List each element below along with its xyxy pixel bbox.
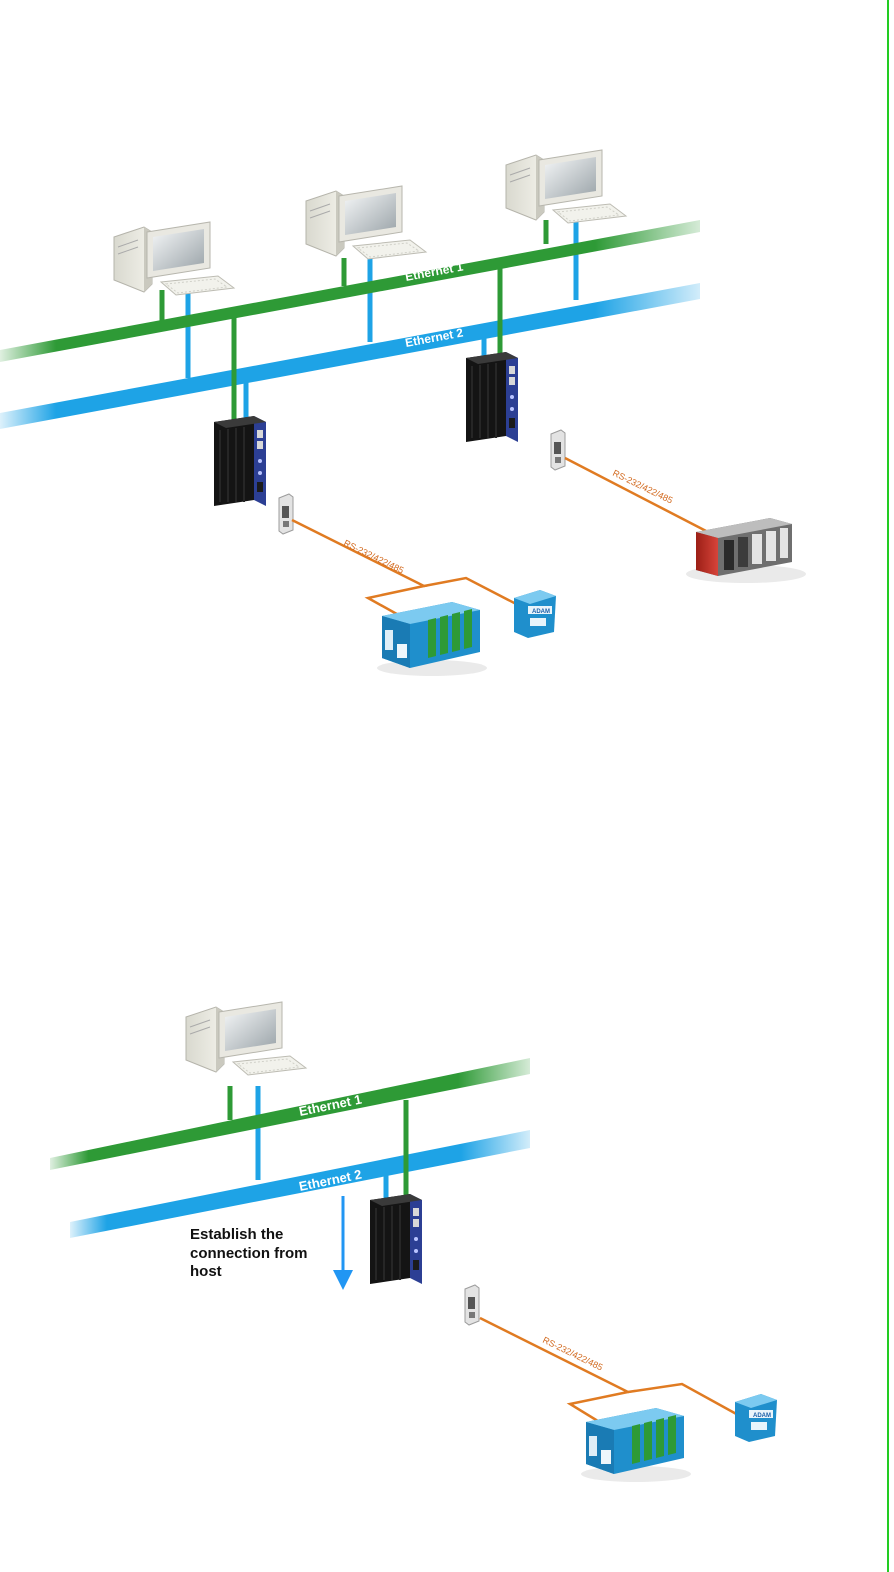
serial-adapter-icon bbox=[279, 494, 293, 534]
serial-adapter-icon bbox=[465, 1285, 479, 1325]
adam-module-icon bbox=[514, 590, 556, 638]
device-server-icon bbox=[370, 1194, 422, 1284]
plc-icon bbox=[686, 518, 806, 583]
ethernet1-pipe bbox=[0, 220, 700, 362]
device-server-icon bbox=[214, 416, 266, 506]
ethernet1-label: Ethernet 1 bbox=[298, 1092, 363, 1119]
computer-icon bbox=[506, 150, 626, 223]
serial-line-left-branch bbox=[424, 578, 520, 606]
computer-icon bbox=[114, 222, 234, 295]
ethernet2-pipe bbox=[0, 283, 700, 429]
connection-caption-line3: host bbox=[190, 1263, 222, 1280]
serial-label-left: RS-232/422/485 bbox=[342, 538, 405, 576]
io-module-rack-icon bbox=[581, 1408, 691, 1482]
top-diagram: Ethernet 1 Ethernet 2 RS-232/422/485 RS-… bbox=[0, 150, 806, 676]
down-arrow-icon bbox=[333, 1196, 353, 1290]
serial-line-right bbox=[565, 458, 708, 532]
bottom-diagram: Ethernet 1 Ethernet 2 Establish the conn… bbox=[50, 1002, 777, 1482]
connection-caption-line2: connection from bbox=[190, 1245, 308, 1262]
computer-icon bbox=[306, 186, 426, 259]
adam-module-icon bbox=[735, 1394, 777, 1442]
serial-line bbox=[480, 1318, 628, 1426]
serial-adapter-icon bbox=[551, 430, 565, 470]
device-server-icon bbox=[466, 352, 518, 442]
connection-caption-line1: Establish the bbox=[190, 1226, 283, 1243]
computer-icon bbox=[186, 1002, 306, 1075]
